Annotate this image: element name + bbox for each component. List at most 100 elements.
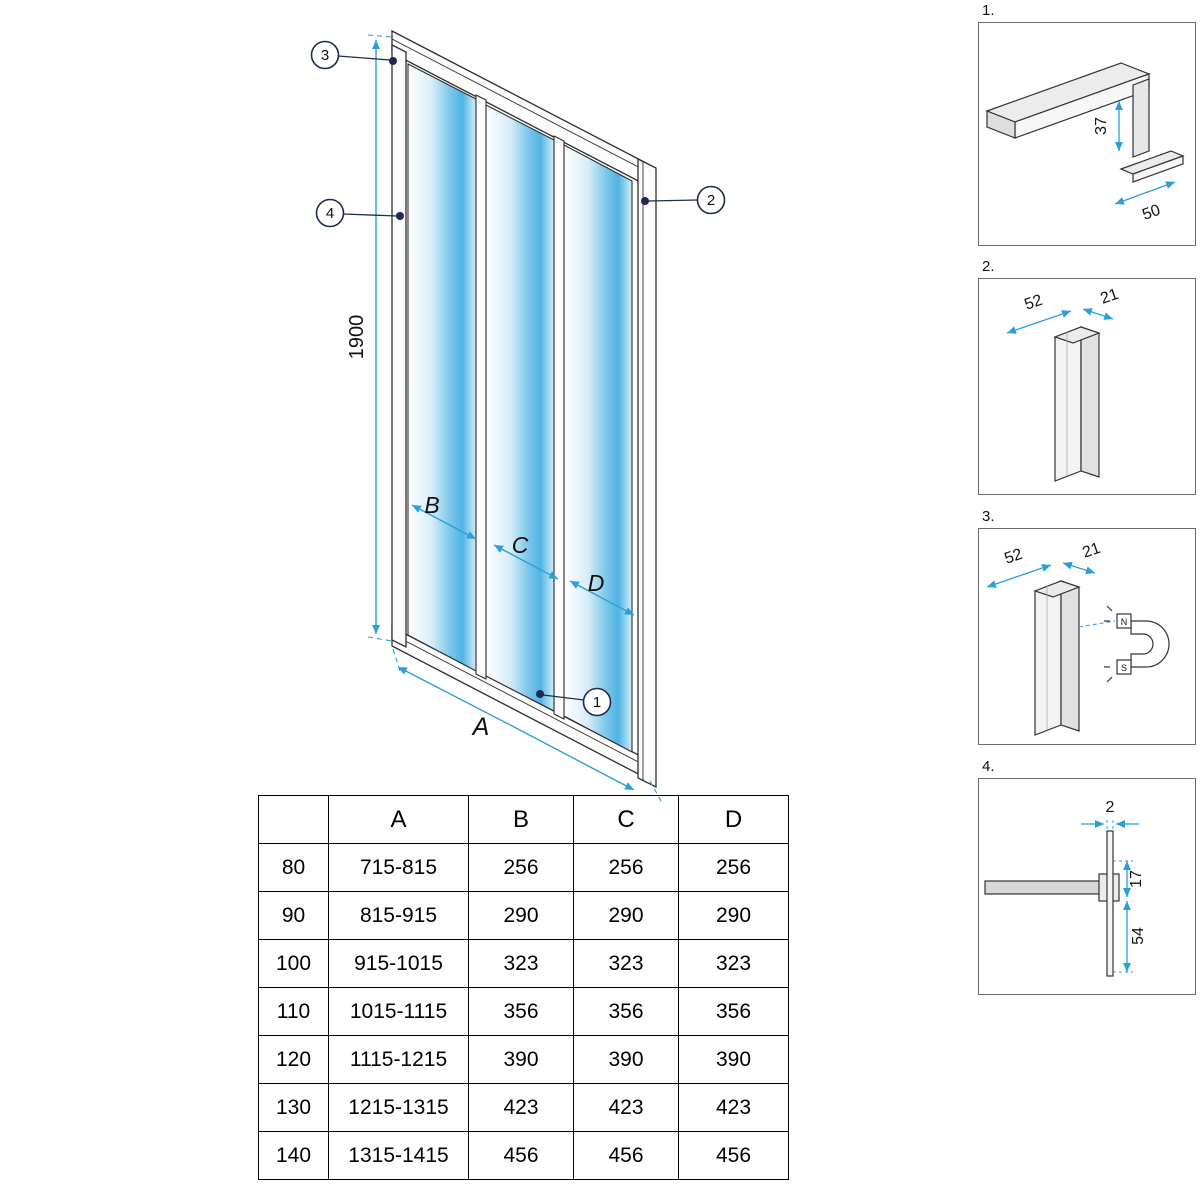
glass-panel-1 (407, 63, 477, 672)
cell-size: 130 (258, 1083, 329, 1132)
detail-4-label: 4. (982, 758, 995, 775)
detail-1-label: 1. (982, 2, 995, 19)
header-c: C (573, 795, 679, 844)
detail-3-dims (986, 561, 1116, 628)
detail-4-dim-54: 54 (1130, 927, 1147, 945)
cell-size: 110 (258, 987, 329, 1036)
callout-4: 4 (315, 198, 404, 228)
magnet-icon (1104, 605, 1170, 683)
cell-d: 323 (678, 939, 789, 988)
cell-size: 80 (258, 843, 329, 892)
detail-box-2: 52 21 (978, 278, 1196, 495)
cell-b: 323 (468, 939, 574, 988)
magnet-s-label: S (1121, 663, 1127, 673)
callout-2-number: 2 (707, 192, 715, 209)
header-d: D (678, 795, 789, 844)
detail-2-dim-52: 52 (1022, 292, 1044, 314)
panel-d-label: D (588, 570, 605, 596)
cell-size: 100 (258, 939, 329, 988)
cell-size: 140 (258, 1131, 329, 1180)
cell-size: 120 (258, 1035, 329, 1084)
mullion-2 (553, 135, 565, 720)
callout-4-number: 4 (326, 205, 334, 222)
magnet-n-label: N (1121, 617, 1128, 627)
table-row: 140 1315-1415 456 456 456 (258, 1131, 789, 1180)
top-track-profile (985, 62, 1185, 183)
cell-d: 356 (678, 987, 789, 1036)
guide-section (984, 830, 1120, 977)
left-stile (391, 43, 407, 649)
cell-b: 456 (468, 1131, 574, 1180)
detail-1-dim-50: 50 (1140, 202, 1163, 224)
cell-b: 356 (468, 987, 574, 1036)
detail-2-dims (1006, 308, 1114, 334)
callout-3-number: 3 (321, 47, 329, 64)
cell-c: 423 (573, 1083, 679, 1132)
detail-4-drawing: 2 17 54 (984, 799, 1147, 977)
cell-d: 456 (678, 1131, 789, 1180)
door-elevation-drawing: 1900 B C D A 3 4 2 1 (310, 29, 726, 804)
width-dimension-label: A (471, 713, 490, 741)
glass-panel-2 (485, 104, 555, 712)
table-row: 120 1115-1215 390 390 390 (258, 1035, 789, 1084)
detail-3-drawing: 52 21 N S (986, 540, 1170, 736)
header-a: A (328, 795, 469, 844)
detail-4-dims (1081, 817, 1139, 973)
table-header-row: A B C D (258, 795, 789, 844)
detail-box-4: 2 17 54 (978, 778, 1196, 995)
cell-c: 323 (573, 939, 679, 988)
detail-4-dim-17: 17 (1128, 870, 1145, 888)
table-row: 100 915-1015 323 323 323 (258, 939, 789, 988)
cell-d: 423 (678, 1083, 789, 1132)
detail-2-drawing: 52 21 (1006, 286, 1121, 482)
table-row: 90 815-915 290 290 290 (258, 891, 789, 940)
cell-a: 1215-1315 (328, 1083, 469, 1132)
detail-box-3: 52 21 N S (978, 528, 1196, 745)
detail-box-1: 37 50 (978, 22, 1196, 246)
cell-a: 1115-1215 (328, 1035, 469, 1084)
header-b: B (468, 795, 574, 844)
detail-3-label: 3. (982, 508, 995, 525)
cell-c: 290 (573, 891, 679, 940)
detail-2-dim-21: 21 (1098, 286, 1120, 308)
glass-panel-3 (563, 144, 633, 753)
panel-b-label: B (424, 492, 439, 518)
cell-d: 256 (678, 843, 789, 892)
cell-d: 390 (678, 1035, 789, 1084)
cell-c: 390 (573, 1035, 679, 1084)
cell-size: 90 (258, 891, 329, 940)
callout-1-number: 1 (593, 694, 601, 711)
mullion-1 (475, 94, 487, 680)
cell-c: 256 (573, 843, 679, 892)
cell-b: 256 (468, 843, 574, 892)
cell-b: 423 (468, 1083, 574, 1132)
cell-a: 1015-1115 (328, 987, 469, 1036)
table-row: 110 1015-1115 356 356 356 (258, 987, 789, 1036)
cell-c: 456 (573, 1131, 679, 1180)
cell-c: 356 (573, 987, 679, 1036)
cell-b: 290 (468, 891, 574, 940)
table-row: 80 715-815 256 256 256 (258, 843, 789, 892)
door-frame (391, 29, 649, 781)
dimension-table: A B C D 80 715-815 256 256 256 90 815-91… (258, 795, 789, 1180)
detail-3-dim-52: 52 (1002, 546, 1024, 568)
callout-2: 2 (641, 185, 726, 215)
cell-a: 715-815 (328, 843, 469, 892)
detail-3-dim-21: 21 (1080, 540, 1102, 562)
height-dimension-label: 1900 (346, 315, 368, 360)
cell-b: 390 (468, 1035, 574, 1084)
panel-c-label: C (512, 532, 529, 558)
cell-a: 815-915 (328, 891, 469, 940)
wall-profile (1053, 326, 1101, 482)
callout-3: 3 (310, 40, 397, 70)
callout-1: 1 (536, 687, 612, 717)
cell-a: 915-1015 (328, 939, 469, 988)
detail-1-drawing: 37 50 (985, 62, 1185, 224)
cell-a: 1315-1415 (328, 1131, 469, 1180)
magnet-profile (1033, 580, 1081, 736)
detail-4-dim-2: 2 (1106, 799, 1115, 816)
table-row: 130 1215-1315 423 423 423 (258, 1083, 789, 1132)
right-wall-profile (637, 157, 657, 789)
detail-2-label: 2. (982, 258, 995, 275)
